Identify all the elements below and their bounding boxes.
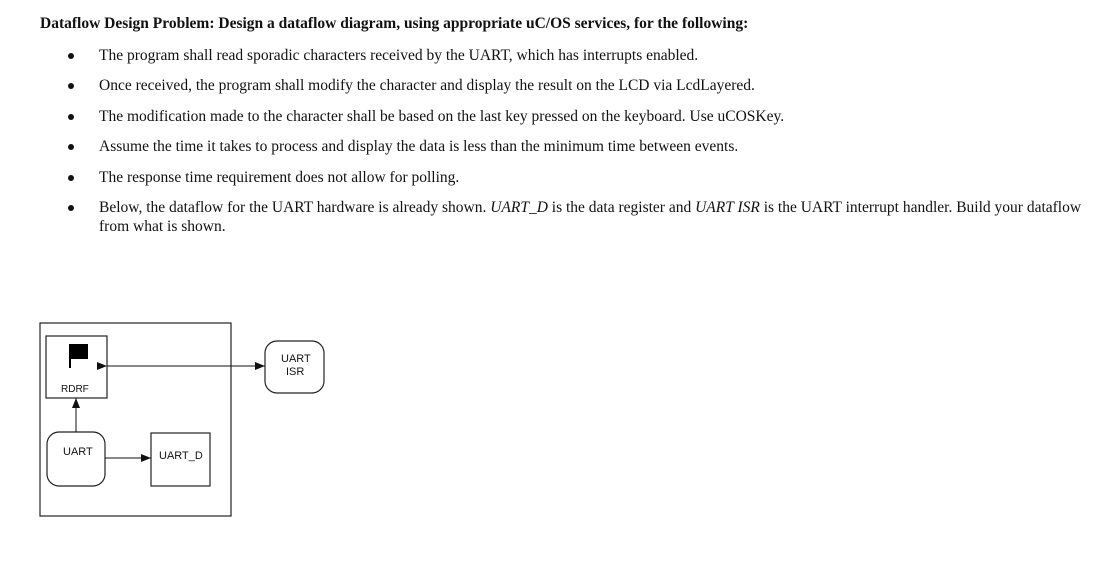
register-name-emphasis: UART_D <box>490 199 548 216</box>
bullet-icon <box>68 175 74 181</box>
uart-data-register-box <box>150 432 211 487</box>
bullet-icon <box>68 83 74 89</box>
rdrf-flag-box <box>45 335 108 399</box>
bullet-icon <box>68 144 74 150</box>
hardware-boundary <box>39 322 232 517</box>
bullet-icon <box>68 53 74 59</box>
text-run: is the UART interrupt handler. Build you… <box>99 199 1082 235</box>
rdrf-label: RDRF <box>61 384 89 395</box>
list-item-text: Below, the dataflow for the UART hardwar… <box>99 199 1081 235</box>
list-item-text: Assume the time it takes to process and … <box>99 138 739 155</box>
uart-isr-block <box>264 340 325 394</box>
bullet-icon <box>68 205 74 211</box>
list-item: Once received, the program shall modify … <box>68 76 1109 95</box>
list-item-text: The response time requirement does not a… <box>99 169 460 186</box>
list-item: The response time requirement does not a… <box>68 168 1109 187</box>
bullet-icon <box>68 114 74 120</box>
list-item-text: The program shall read sporadic characte… <box>99 47 699 64</box>
document-heading: Dataflow Design Problem: Design a datafl… <box>40 15 749 32</box>
list-item: Below, the dataflow for the UART hardwar… <box>68 198 1109 236</box>
isr-label-line1: UART <box>281 353 311 365</box>
isr-label-line2: ISR <box>286 366 305 378</box>
text-run: is the data register and <box>547 199 696 216</box>
list-item-text: Once received, the program shall modify … <box>99 77 755 94</box>
uart-d-label: UART_D <box>159 450 203 462</box>
text-run: Below, the dataflow for the UART hardwar… <box>99 199 491 216</box>
isr-name-emphasis: UART ISR <box>695 199 760 216</box>
list-item: The modification made to the character s… <box>68 107 1109 126</box>
uart-hardware-block <box>46 431 106 487</box>
flag-icon <box>69 344 88 368</box>
list-item-text: The modification made to the character s… <box>99 108 785 125</box>
list-item: The program shall read sporadic characte… <box>68 46 1109 65</box>
list-item: Assume the time it takes to process and … <box>68 137 1109 156</box>
uart-label: UART <box>63 446 93 458</box>
